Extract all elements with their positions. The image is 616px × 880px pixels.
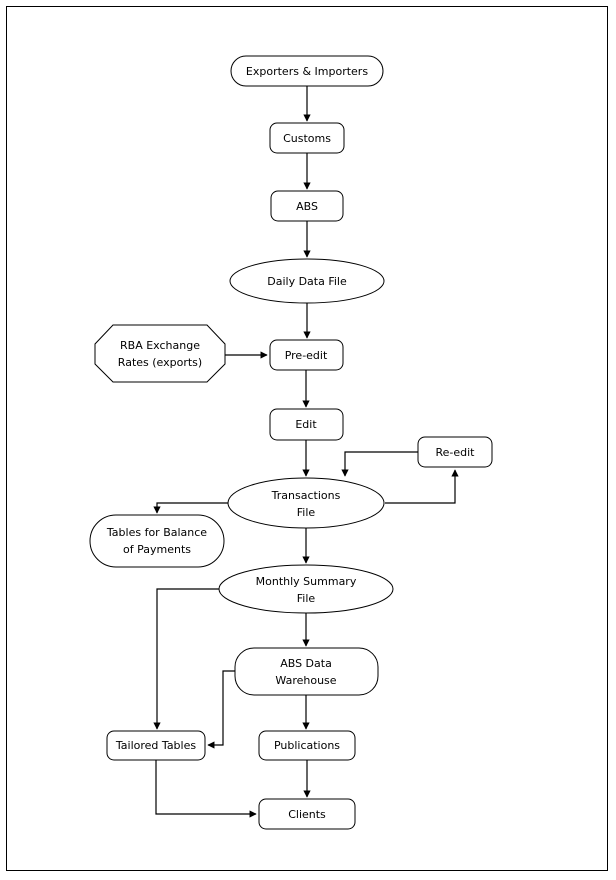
- node-label-daily-data-file: Daily Data File: [267, 275, 347, 288]
- node-shape-rounded: [270, 190, 344, 222]
- node-label-tablesbop-line1: Tables for Balance: [106, 526, 207, 539]
- node-label-re-edit: Re-edit: [435, 446, 475, 459]
- node-shape-rounded: [269, 408, 344, 441]
- node-shape-stadium: [89, 514, 225, 568]
- node-publications[interactable]: Publications: [258, 730, 356, 761]
- edge-transactions-to-reedit: [385, 469, 459, 504]
- node-edit[interactable]: Edit: [269, 408, 344, 441]
- node-customs[interactable]: Customs: [269, 122, 345, 154]
- node-label-abs: ABS: [296, 200, 318, 213]
- node-label-monthly-line2: File: [297, 592, 316, 605]
- node-abs-data-warehouse[interactable]: ABS Data Warehouse: [234, 647, 379, 696]
- node-shape-ellipse: [218, 564, 394, 614]
- edge-transactions-to-tablesbop: [153, 502, 228, 514]
- node-shape-rounded: [258, 730, 356, 761]
- node-label-edit: Edit: [295, 418, 317, 431]
- node-shape-rounded-large: [234, 647, 379, 696]
- node-pre-edit[interactable]: Pre-edit: [269, 339, 344, 371]
- diagram-border-frame: [6, 6, 608, 871]
- node-label-rba-line2: Rates (exports): [118, 356, 202, 369]
- node-exporters-importers[interactable]: Exporters & Importers: [230, 55, 384, 87]
- node-label-tailored-tables: Tailored Tables: [115, 739, 196, 752]
- node-shape-rounded: [269, 339, 344, 371]
- node-shape-rounded: [269, 122, 345, 154]
- node-label-rba-line1: RBA Exchange: [120, 339, 200, 352]
- node-shape-ellipse: [227, 477, 385, 529]
- node-label-transactions-line1: Transactions: [271, 489, 341, 502]
- node-daily-data-file[interactable]: Daily Data File: [229, 258, 385, 304]
- node-label-warehouse-line2: Warehouse: [275, 674, 336, 687]
- node-rba-exchange-rates[interactable]: RBA Exchange Rates (exports): [94, 324, 226, 383]
- node-label-publications: Publications: [274, 739, 340, 752]
- node-re-edit[interactable]: Re-edit: [417, 436, 493, 468]
- node-tailored-tables[interactable]: Tailored Tables: [106, 730, 206, 761]
- node-clients[interactable]: Clients: [258, 798, 356, 830]
- node-tables-balance-payments[interactable]: Tables for Balance of Payments: [89, 514, 225, 568]
- node-monthly-summary-file[interactable]: Monthly Summary File: [218, 564, 394, 614]
- node-shape-rounded: [258, 798, 356, 830]
- node-label-exporters: Exporters & Importers: [246, 65, 368, 78]
- node-label-monthly-line1: Monthly Summary: [256, 575, 357, 588]
- edge-warehouse-to-tailored: [207, 670, 235, 749]
- node-shape-octagon: [94, 324, 226, 383]
- edge-tailored-to-clients: [155, 760, 257, 818]
- node-transactions-file[interactable]: Transactions File: [227, 477, 385, 529]
- edge-reedit-to-transactions: [341, 451, 418, 477]
- node-label-warehouse-line1: ABS Data: [280, 657, 332, 670]
- node-label-transactions-line2: File: [297, 506, 316, 519]
- node-label-customs: Customs: [283, 132, 331, 145]
- node-shape-ellipse: [229, 258, 385, 304]
- node-label-clients: Clients: [288, 808, 326, 821]
- node-abs[interactable]: ABS: [270, 190, 344, 222]
- edge-layer: [153, 86, 459, 818]
- node-shape-rounded: [417, 436, 493, 468]
- node-label-pre-edit: Pre-edit: [285, 349, 328, 362]
- node-shape-stadium: [230, 55, 384, 87]
- node-label-tablesbop-line2: of Payments: [123, 543, 191, 556]
- edge-monthly-to-tailored: [153, 588, 219, 730]
- node-shape-rounded: [106, 730, 206, 761]
